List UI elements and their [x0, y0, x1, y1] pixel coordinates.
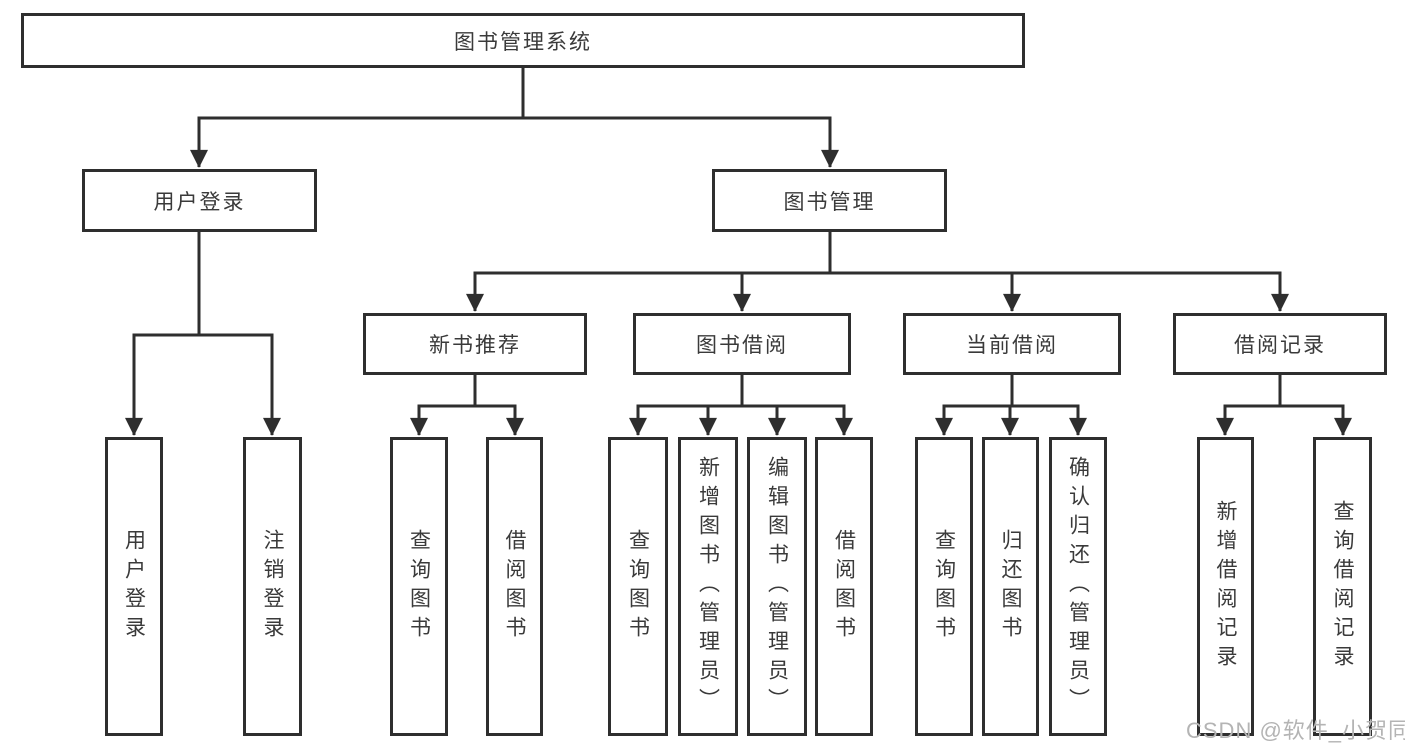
connector-new-book-recommend — [410, 374, 524, 436]
leaf-query-books-borrowing: 查询图书 — [608, 437, 668, 736]
connector-book-borrowing — [629, 374, 853, 436]
leaf-logout: 注销登录 — [243, 437, 302, 736]
node-label: 用户登录 — [153, 190, 246, 214]
leaf-label: 查询图书 — [626, 528, 650, 645]
leaf-query-books-recommend: 查询图书 — [390, 437, 448, 736]
node-borrowing-records: 借阅记录 — [1173, 313, 1387, 375]
leaf-label: 归还图书 — [999, 528, 1022, 645]
node-label: 新书推荐 — [429, 334, 521, 357]
node-label: 借阅记录 — [1234, 334, 1326, 357]
leaf-label: 借阅图书 — [503, 528, 526, 645]
leaf-label: 借阅图书 — [832, 528, 856, 645]
leaf-borrow-books: 借阅图书 — [815, 437, 873, 736]
leaf-edit-books-admin: 编辑图书（管理员） — [747, 437, 807, 736]
leaf-label: 注销登录 — [261, 528, 284, 645]
leaf-add-borrow-record: 新增借阅记录 — [1197, 437, 1254, 736]
leaf-query-borrow-record: 查询借阅记录 — [1313, 437, 1372, 736]
leaf-label: 查询借阅记录 — [1331, 499, 1354, 674]
leaf-borrow-books-recommend: 借阅图书 — [486, 437, 543, 736]
leaf-label: 新增借阅记录 — [1214, 499, 1237, 674]
leaf-add-books-admin: 新增图书（管理员） — [678, 437, 738, 736]
connector-current-borrowing — [935, 374, 1087, 436]
leaf-label: 编辑图书（管理员） — [765, 456, 789, 717]
csdn-watermark: CSDN @软件_小贺同学 — [1186, 718, 1405, 743]
node-book-management: 图书管理 — [712, 169, 947, 232]
node-user-login: 用户登录 — [82, 169, 317, 232]
node-label: 图书借阅 — [696, 334, 788, 357]
leaf-label: 新增图书（管理员） — [696, 456, 720, 717]
leaf-label: 查询图书 — [407, 528, 431, 645]
connector-borrowing-records — [1216, 374, 1352, 436]
leaf-user-login: 用户登录 — [105, 437, 163, 736]
leaf-label: 查询图书 — [932, 528, 956, 645]
leaf-return-books: 归还图书 — [982, 437, 1039, 736]
connector-user-login — [125, 231, 281, 436]
node-book-borrowing: 图书借阅 — [633, 313, 851, 375]
node-label: 当前借阅 — [966, 334, 1058, 357]
leaf-confirm-return-admin: 确认归还（管理员） — [1049, 437, 1107, 736]
leaf-label: 确认归还（管理员） — [1066, 456, 1090, 717]
node-label: 图书管理系统 — [454, 30, 592, 54]
leaf-query-books-current: 查询图书 — [915, 437, 973, 736]
node-new-book-recommend: 新书推荐 — [363, 313, 587, 375]
connector-root — [190, 68, 839, 168]
connector-book-management — [466, 231, 1289, 312]
node-root-library-management-system: 图书管理系统 — [21, 13, 1025, 68]
node-label: 图书管理 — [783, 190, 876, 214]
leaf-label: 用户登录 — [122, 528, 146, 645]
node-current-borrowing: 当前借阅 — [903, 313, 1121, 375]
